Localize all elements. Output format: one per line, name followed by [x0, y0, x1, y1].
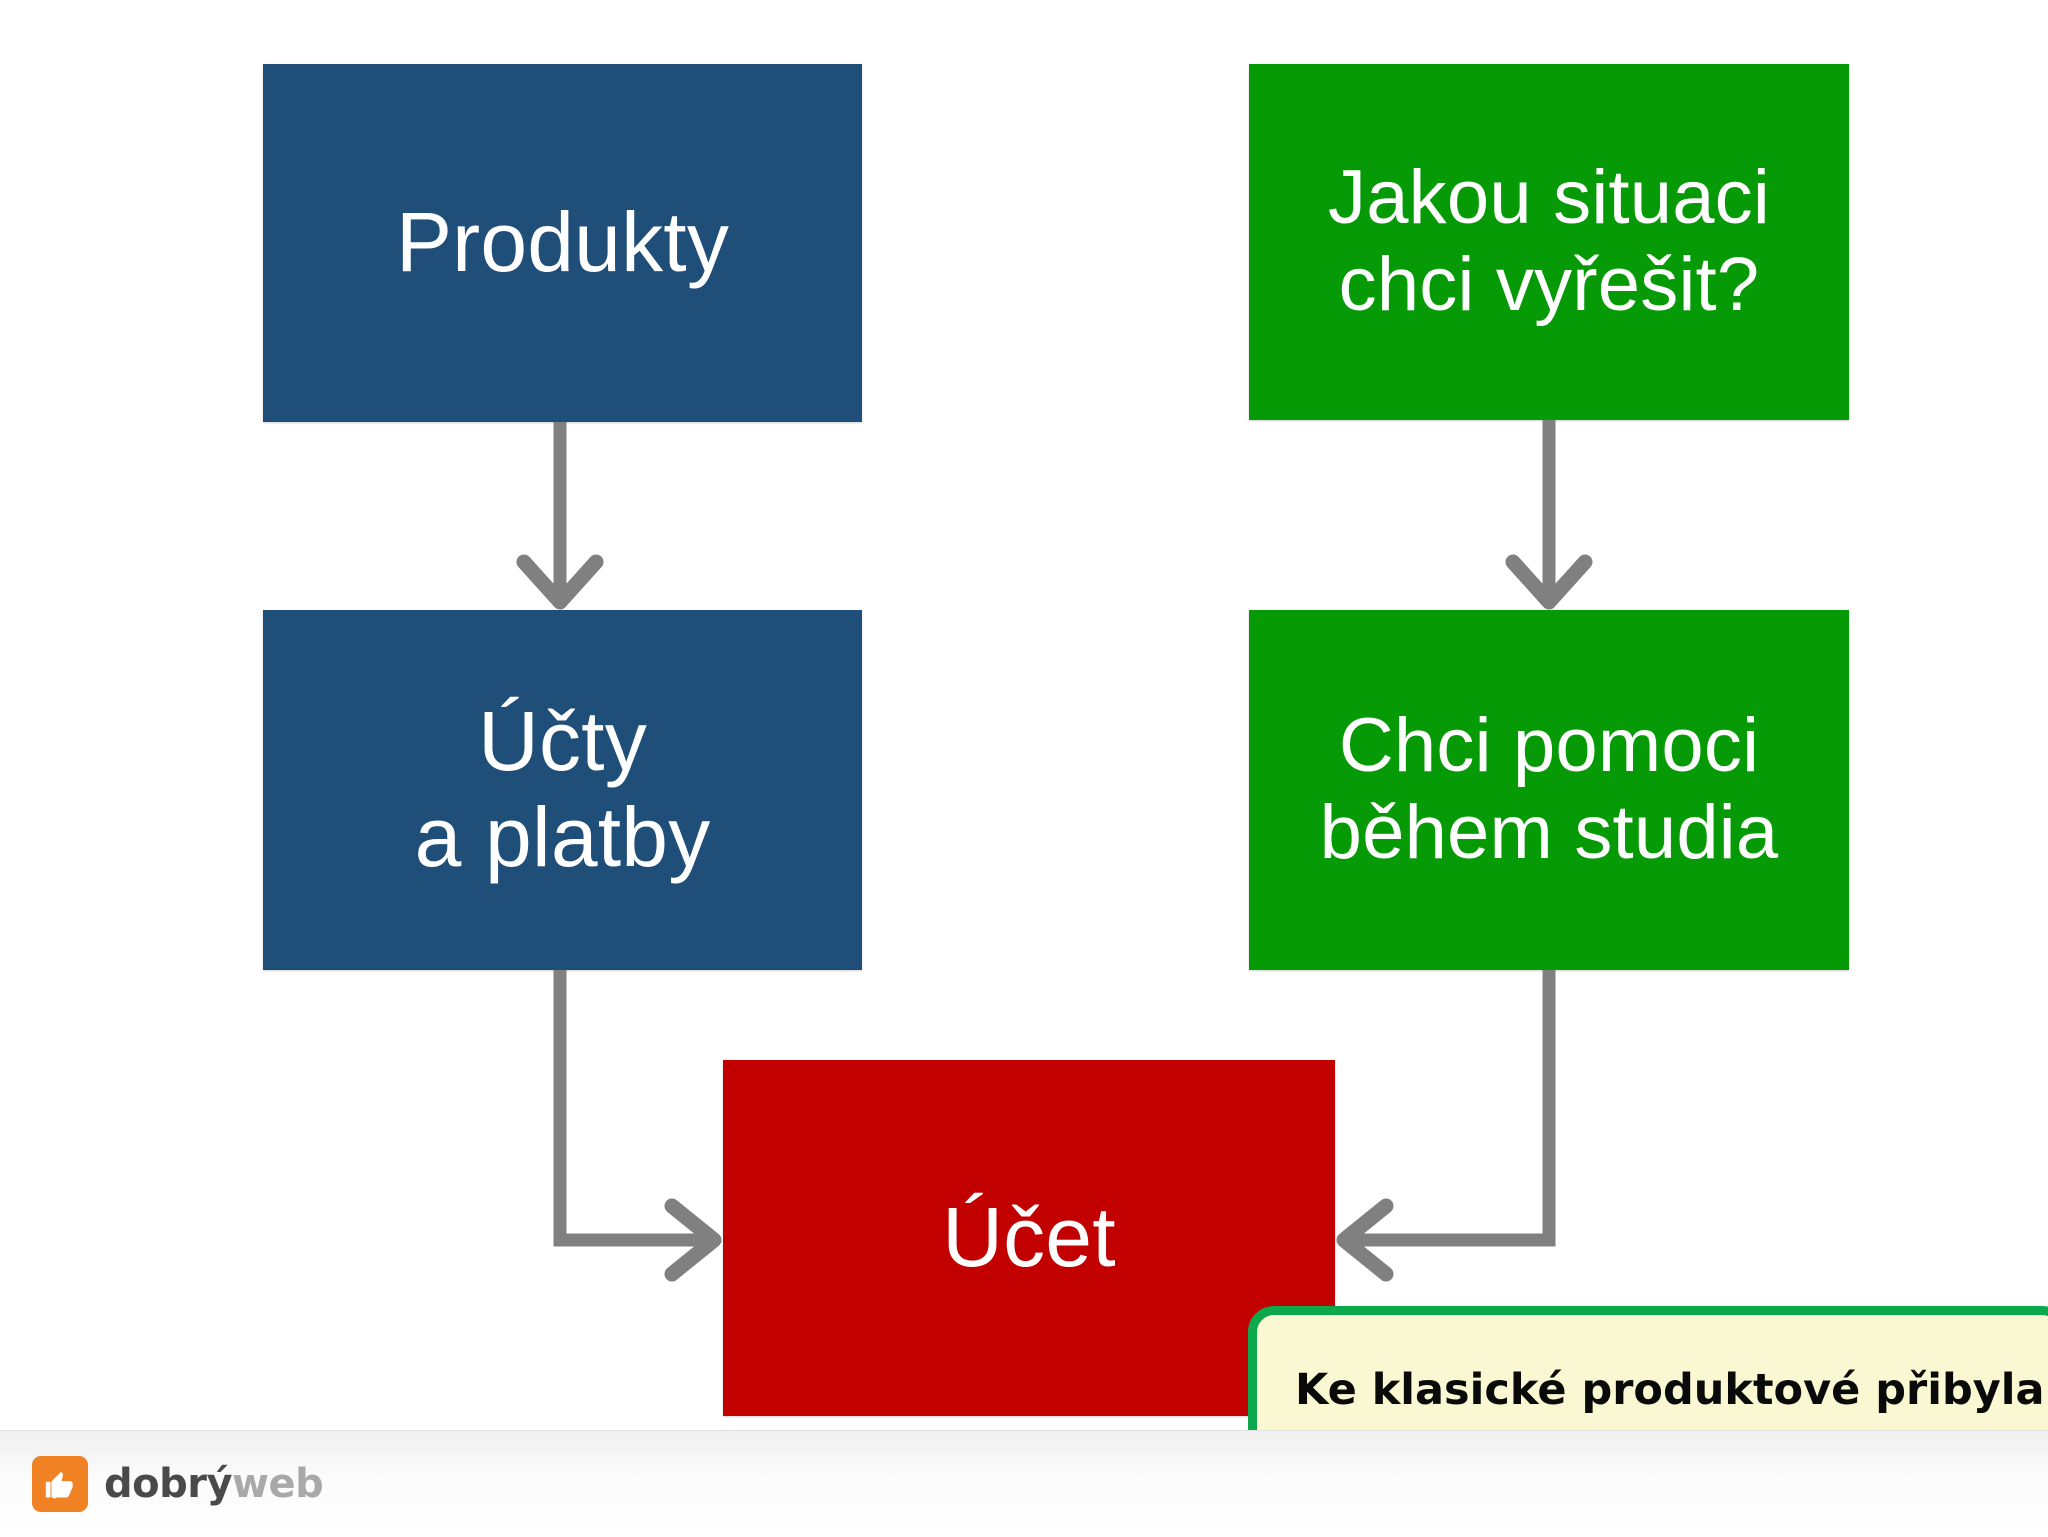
brand-wordmark: dobrýweb — [104, 1461, 324, 1507]
flow-node-jakou-situaci[interactable]: Jakou situaci chci vyřešit? — [1249, 64, 1849, 420]
brand-logo: dobrýweb — [32, 1456, 324, 1512]
brand-wordmark-dark: dobrý — [104, 1461, 233, 1507]
callout-line-1: Ke klasické produktové přibyla — [1295, 1364, 2045, 1415]
flow-node-produkty[interactable]: Produkty — [263, 64, 862, 422]
flow-node-chci-pomoci[interactable]: Chci pomoci během studia — [1249, 610, 1849, 970]
flow-node-ucty-a-platby[interactable]: Účty a platby — [263, 610, 862, 970]
footer-bar: dobrýweb — [0, 1430, 2048, 1537]
arrow-produkty-to-ucty — [516, 422, 604, 610]
arrow-jakou-to-chci — [1505, 420, 1593, 610]
thumbs-up-icon — [32, 1456, 88, 1512]
flow-node-ucet[interactable]: Účet — [723, 1060, 1335, 1416]
arrow-ucty-to-ucet — [553, 970, 722, 1282]
arrow-chci-to-ucet — [1336, 970, 1556, 1282]
brand-wordmark-light: web — [232, 1461, 324, 1507]
